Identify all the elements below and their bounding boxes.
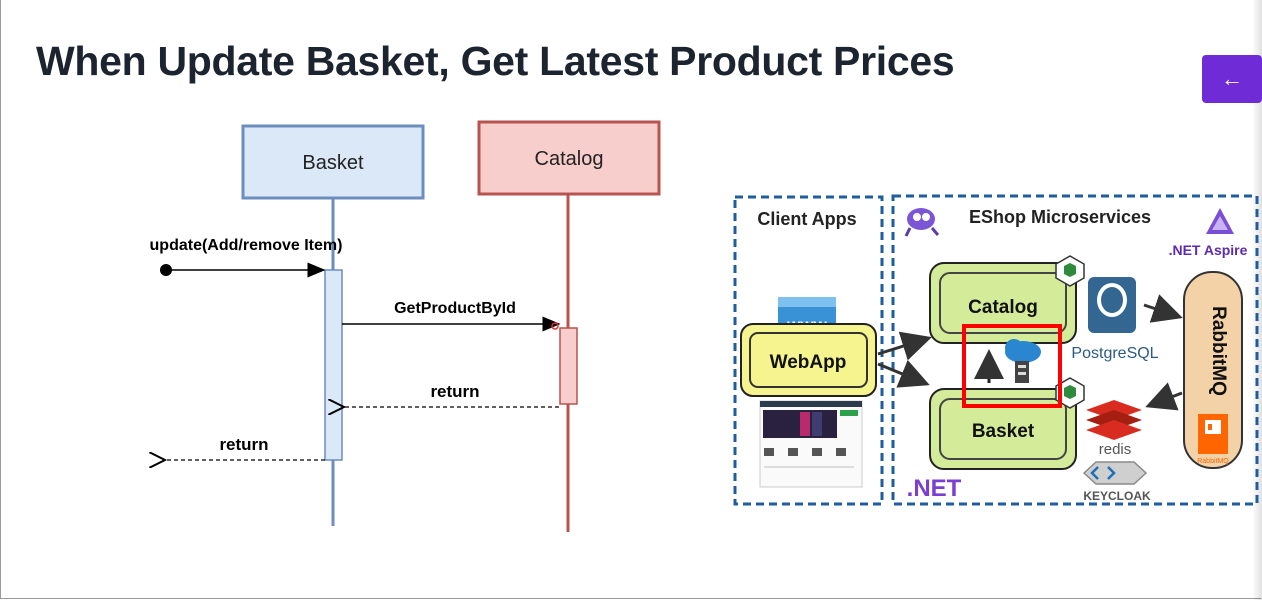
architecture-diagram: Client Apps EShop Microservices .NET Asp… <box>733 194 1259 506</box>
back-button[interactable]: ← <box>1202 55 1262 103</box>
keycloak-icon <box>1082 461 1148 485</box>
aspire-label: .NET Aspire <box>1169 242 1248 258</box>
postgres-icon <box>1088 277 1136 333</box>
redis-label: redis <box>1099 441 1132 458</box>
highlight-box <box>962 324 1062 408</box>
redis-icon <box>1086 400 1142 440</box>
arrow-left-icon: ← <box>1221 66 1243 91</box>
basket-participant-label: Basket <box>302 152 364 174</box>
webapp-to-basket-arrow <box>877 359 930 388</box>
webapp-to-catalog-arrow <box>877 331 932 361</box>
cloud-sync-icon <box>1005 339 1041 383</box>
catalog-service-inner <box>939 272 1067 334</box>
webapp-screenshot-image <box>759 400 863 488</box>
rabbitmq-to-redis-arrow <box>1145 382 1183 411</box>
rabbitmq-logo-text: RabbitMQ <box>1197 458 1229 465</box>
catalog-participant-label: Catalog <box>535 148 604 170</box>
update-message-label: update(Add/remove Item) <box>150 237 343 254</box>
catalog-service-box <box>929 262 1077 344</box>
catalog-service-label: Catalog <box>968 297 1038 318</box>
dotnet-bot-icon <box>904 208 940 237</box>
client-apps-container <box>733 195 884 506</box>
webapp-box-inner <box>749 332 868 388</box>
basket-activation <box>324 269 343 461</box>
postgres-to-rabbitmq-arrow <box>1143 294 1183 323</box>
dotnet-label: .NET <box>907 475 962 502</box>
catalog-participant <box>477 120 661 196</box>
catalog-container-icon <box>1055 255 1085 287</box>
basket-service-inner <box>939 398 1067 460</box>
slide-title: When Update Basket, Get Latest Product P… <box>36 38 955 84</box>
basket-participant <box>241 124 425 200</box>
postgres-label: PostgreSQL <box>1071 345 1158 362</box>
return-basket-label: return <box>219 435 268 454</box>
microservices-title: EShop Microservices <box>969 207 1151 227</box>
webapp-label: WebApp <box>770 352 847 373</box>
get-product-label: GetProductById <box>394 300 516 317</box>
keycloak-label: KEYCLOAK <box>1083 489 1151 503</box>
basket-service-label: Basket <box>972 421 1035 442</box>
aspire-logo-icon <box>1206 208 1234 234</box>
return-catalog-label: return <box>430 382 479 401</box>
client-apps-title: Client Apps <box>757 209 856 229</box>
webapp-box <box>740 323 877 397</box>
sequence-diagram: Basket Catalog update(Add/remove Item) G… <box>0 120 661 532</box>
rabbitmq-label: RabbitMQ <box>1208 306 1229 396</box>
rabbitmq-logo-icon <box>1198 414 1228 454</box>
cursor-dot <box>551 322 559 330</box>
basket-service-box <box>929 388 1077 470</box>
catalog-activation <box>559 327 578 405</box>
basket-container-icon <box>1055 377 1085 409</box>
